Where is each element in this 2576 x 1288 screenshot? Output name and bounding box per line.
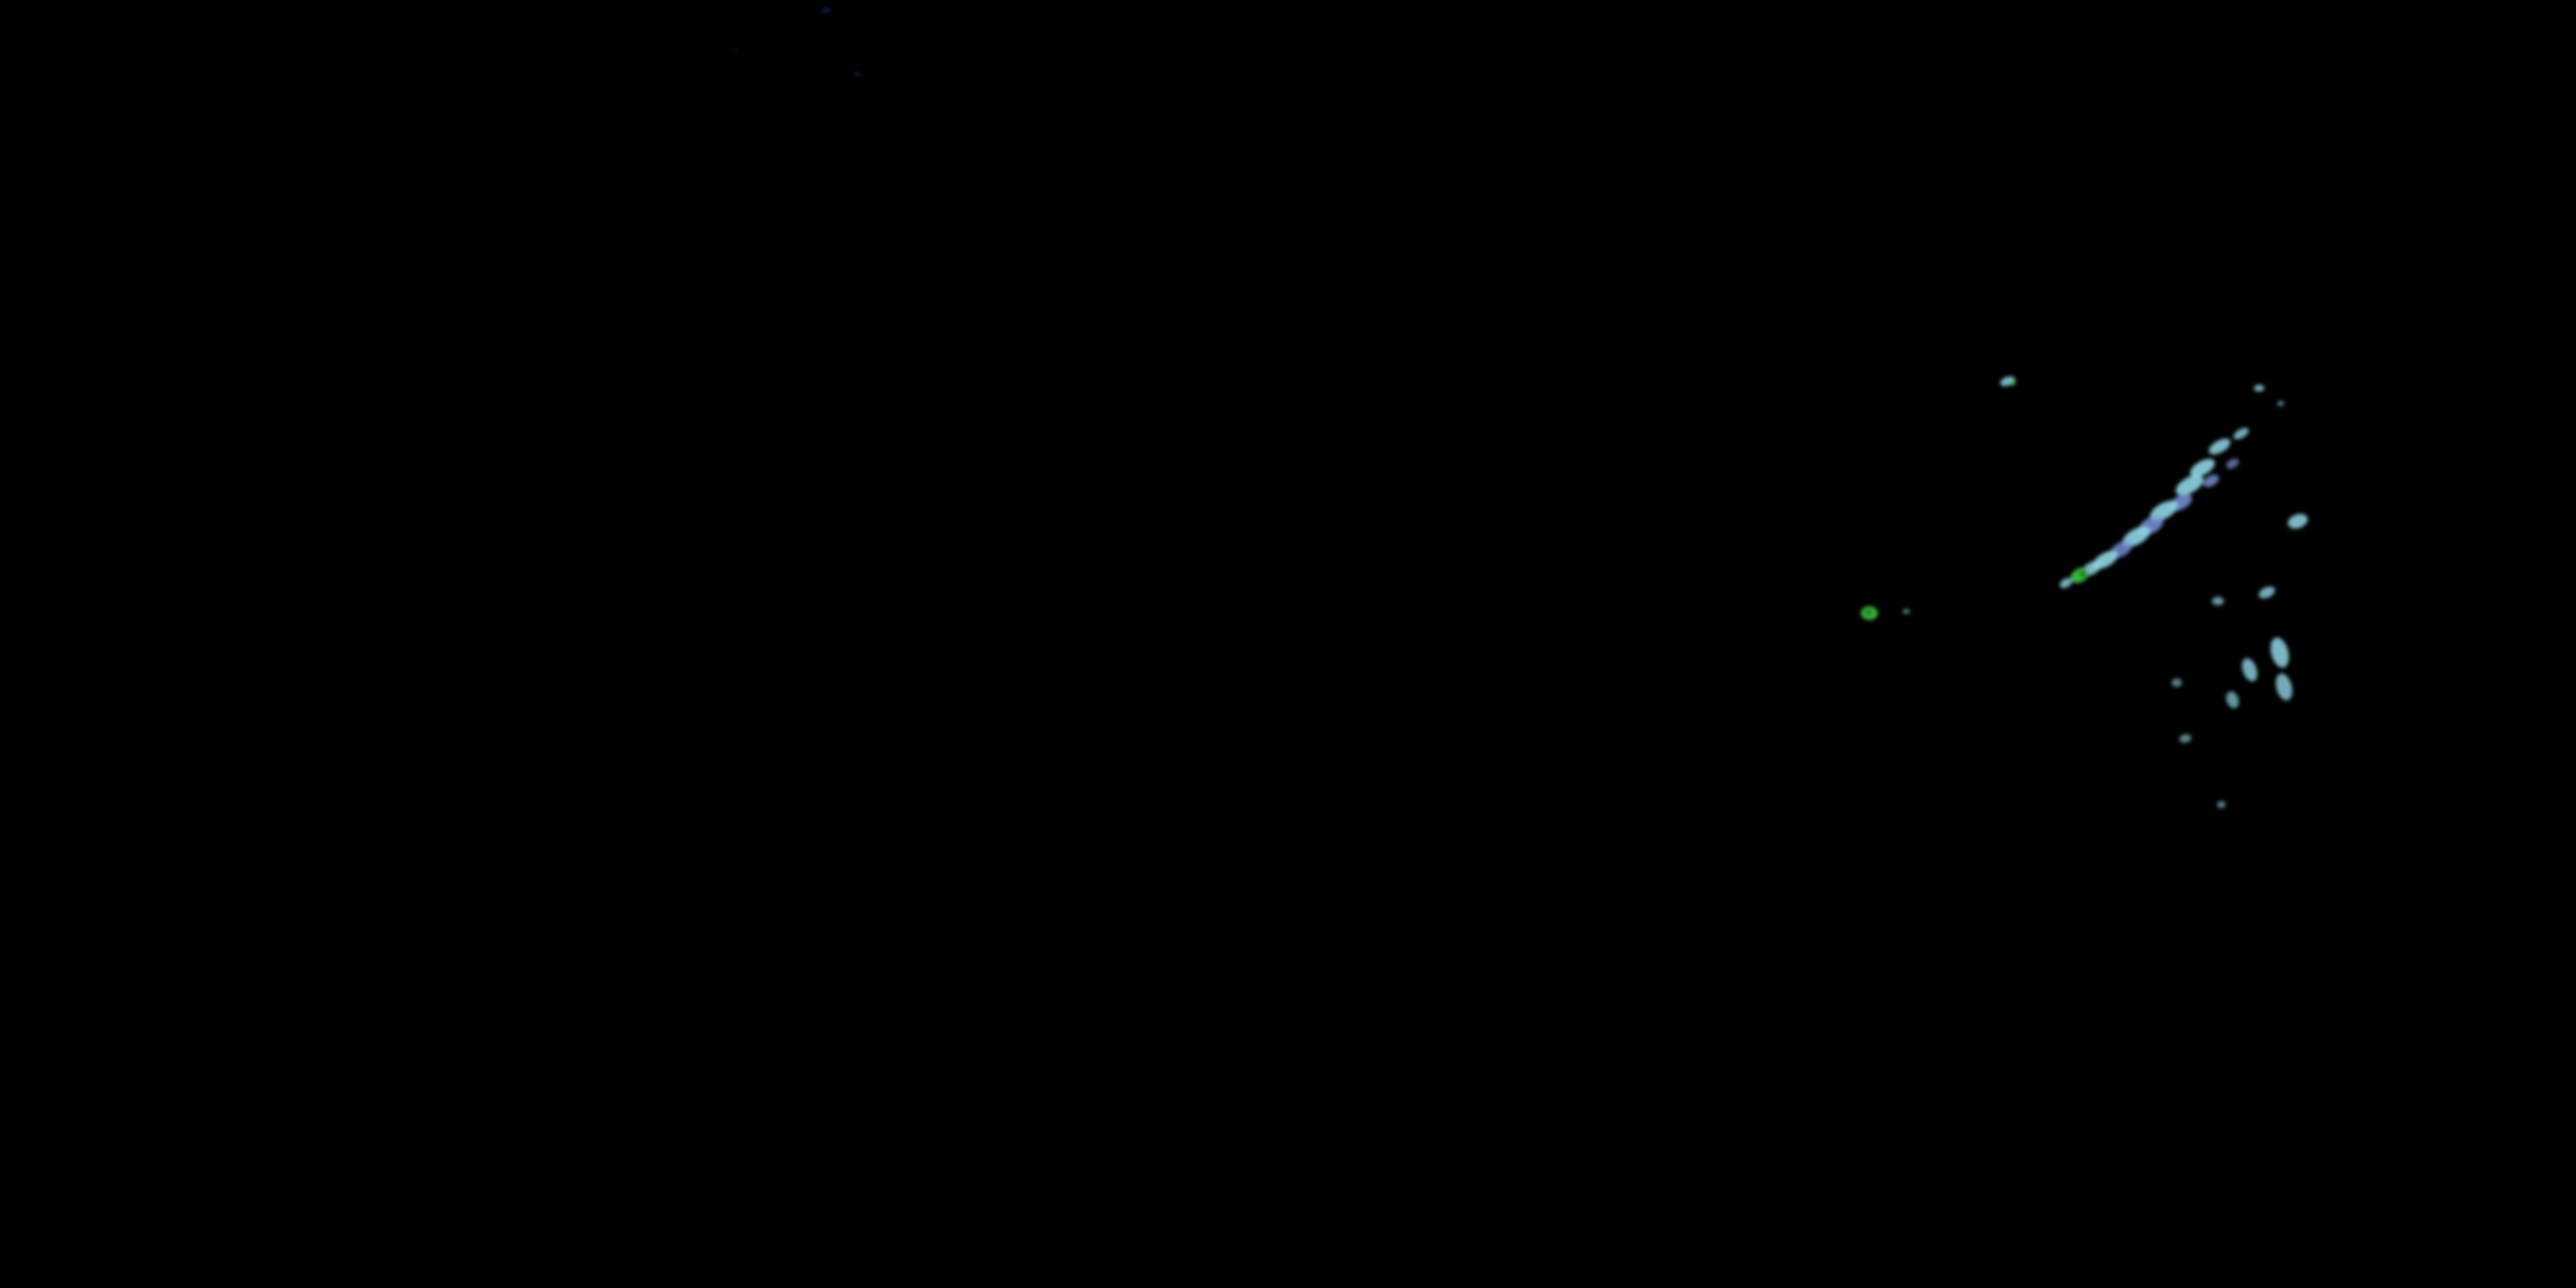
radar-echo <box>2202 474 2220 488</box>
radar-echo <box>2122 526 2151 547</box>
radar-echo <box>2217 801 2226 808</box>
radar-echo <box>2258 586 2275 598</box>
radar-echo <box>731 48 738 52</box>
radar-echo <box>854 71 860 76</box>
radar-echo-group <box>731 8 2308 808</box>
radar-echo <box>2242 658 2257 682</box>
radar-echo <box>1864 609 1873 616</box>
radar-echo <box>2226 459 2239 469</box>
radar-echo <box>2226 691 2239 708</box>
radar-echo <box>2233 428 2250 440</box>
radar-echo <box>2190 459 2215 477</box>
radar-echo <box>821 8 831 13</box>
radar-echo <box>2172 678 2182 687</box>
radar-echo <box>2212 597 2224 605</box>
radar-echo <box>2277 401 2284 406</box>
radar-echo <box>2208 438 2231 455</box>
radar-echo <box>2275 673 2293 701</box>
radar-echo <box>2079 569 2087 578</box>
radar-echo <box>2059 578 2073 588</box>
radar-echo <box>2175 475 2204 495</box>
radar-echo <box>1903 609 1910 614</box>
radar-echo <box>2287 513 2308 529</box>
radar-echo <box>2254 385 2264 392</box>
radar-echo <box>2270 637 2289 668</box>
radar-echo <box>2179 733 2191 744</box>
radar-echo <box>2009 380 2016 386</box>
